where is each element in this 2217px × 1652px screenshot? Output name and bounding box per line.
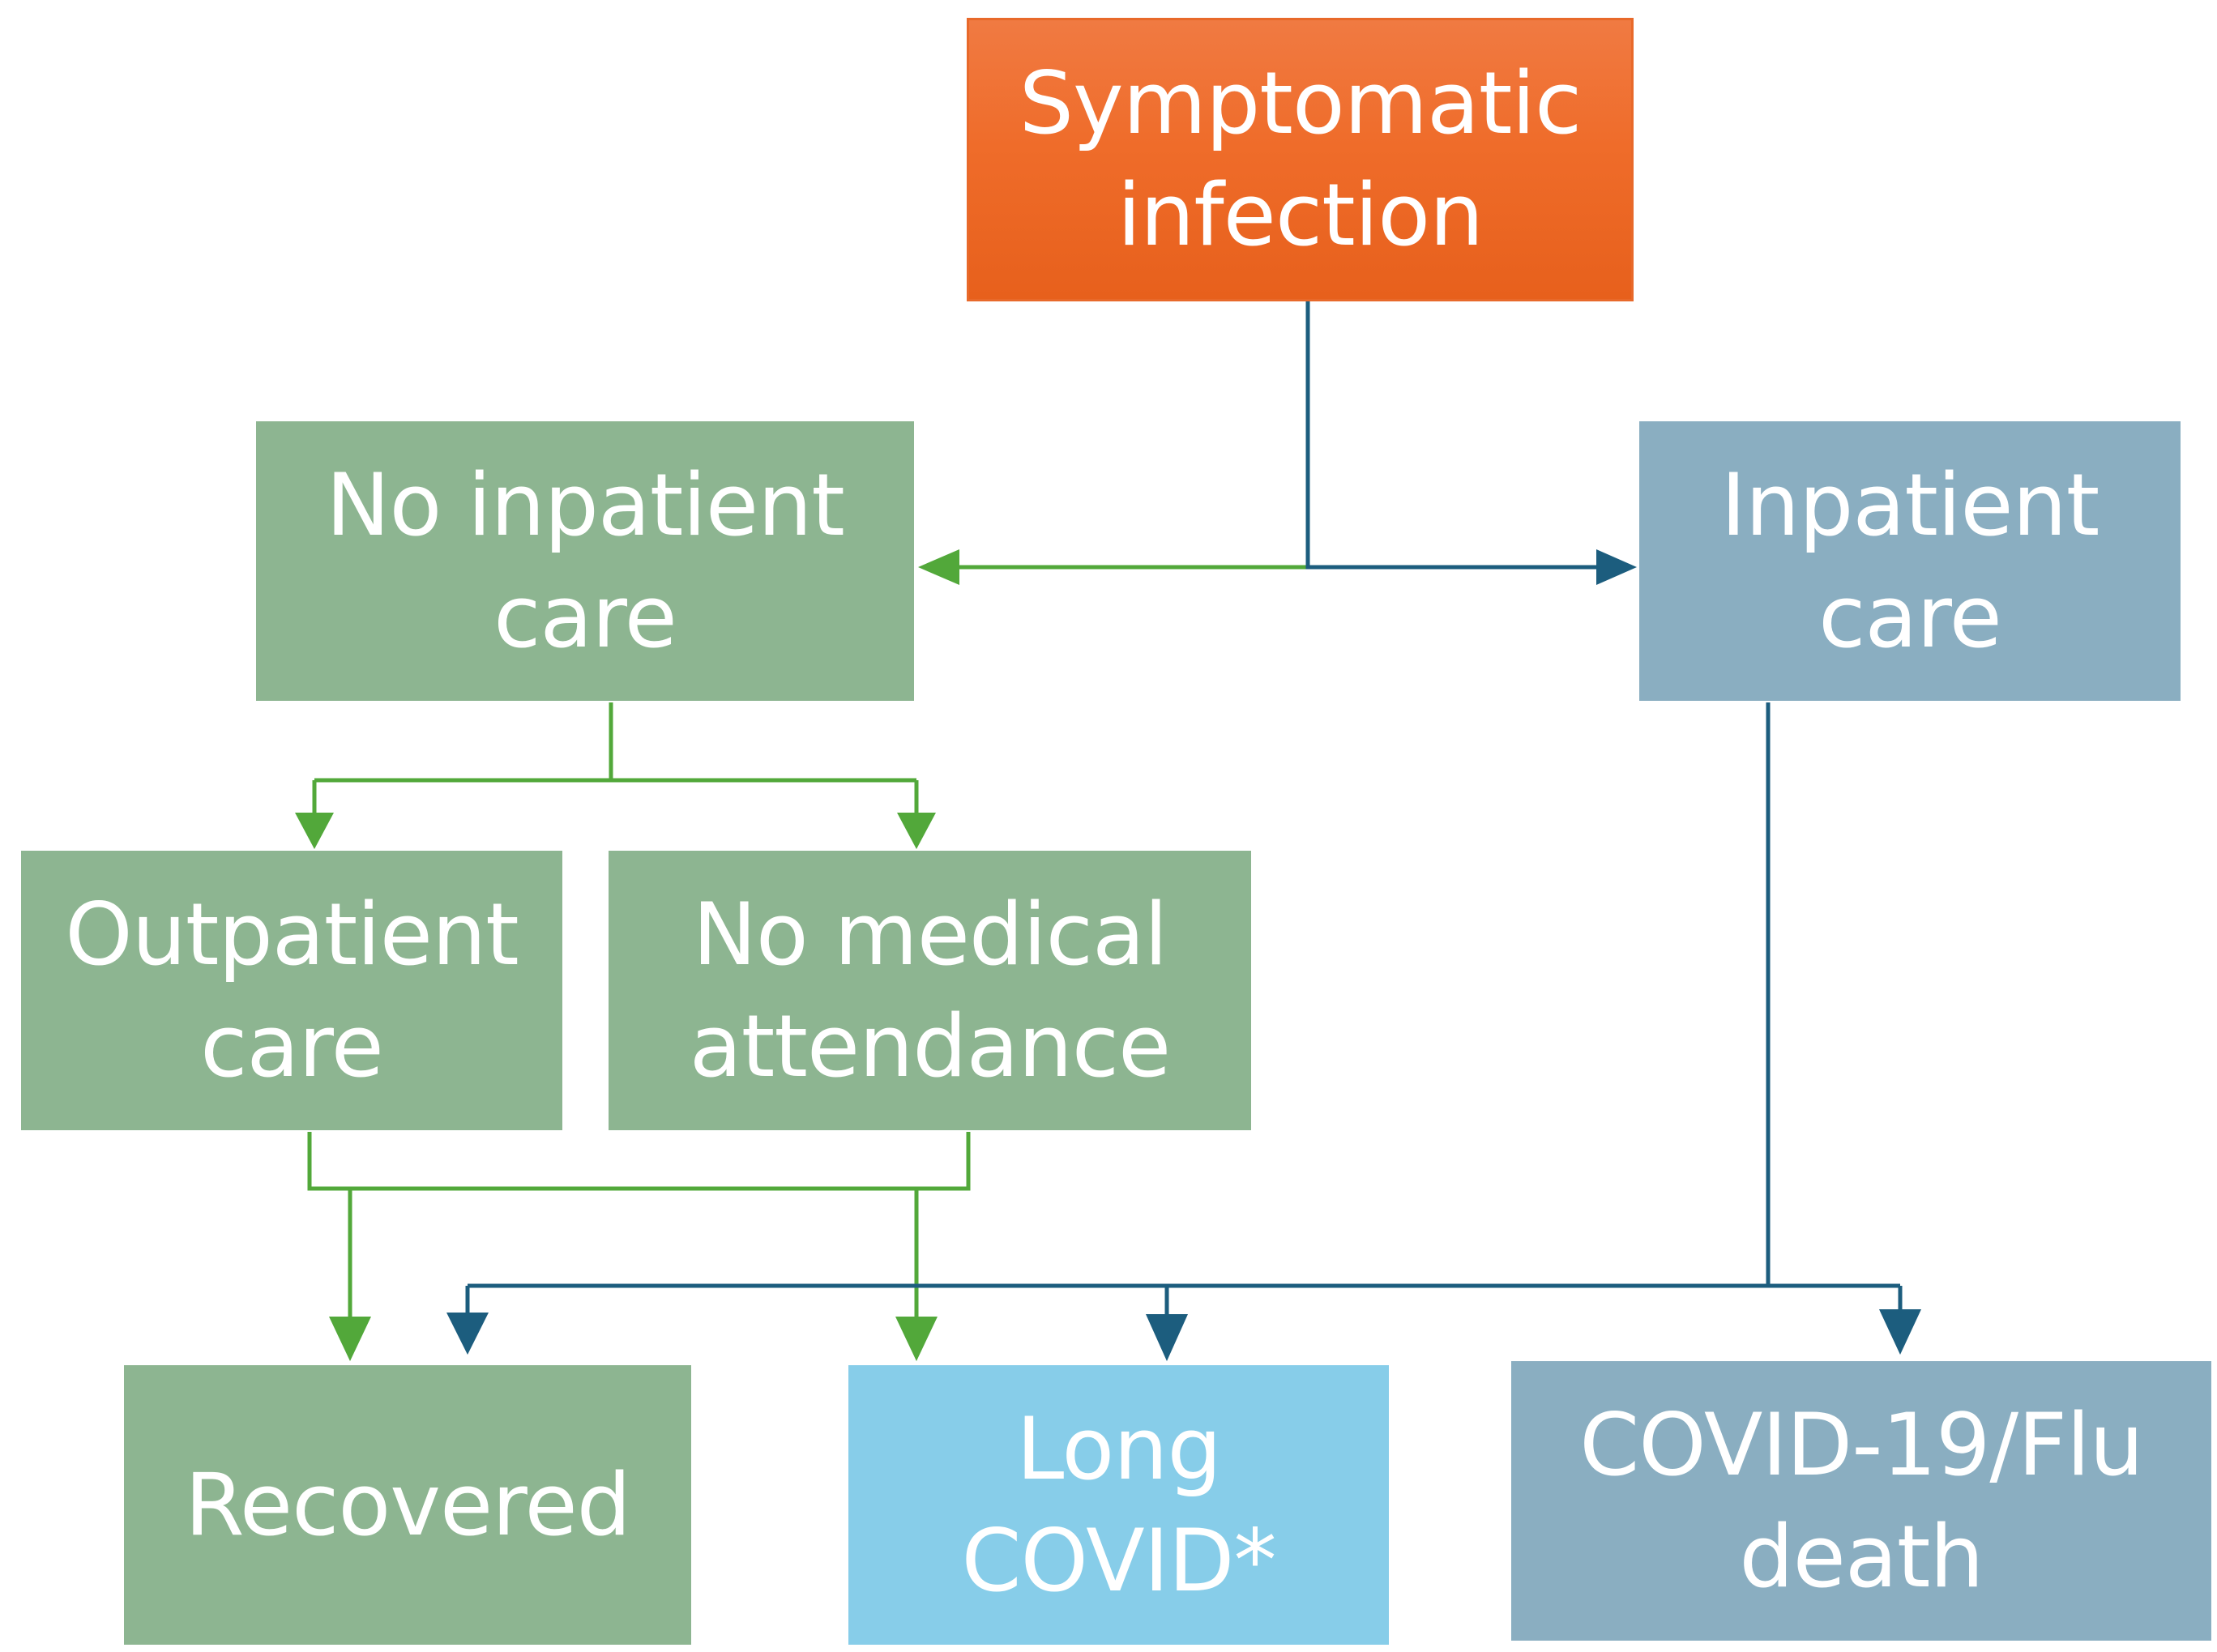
node-outpatient-care: Outpatient care — [21, 851, 562, 1130]
node-no-inpatient-care: No inpatient care — [256, 421, 914, 701]
node-outpatient-care-label: Outpatient care — [65, 884, 519, 1096]
arrowhead-outpatient — [295, 813, 334, 849]
arrowhead-recovered-green — [329, 1317, 371, 1361]
node-no-medical-attendance-label: No medical attendance — [689, 884, 1171, 1096]
arrowhead-long-covid-green — [895, 1317, 938, 1361]
node-recovered: Recovered — [124, 1365, 691, 1645]
node-inpatient-care-label: Inpatient care — [1720, 455, 2100, 667]
arrowhead-death — [1879, 1309, 1921, 1355]
connector-inpatient-distribution — [465, 1283, 1903, 1321]
arrowhead-no-medical — [897, 813, 936, 849]
node-long-covid: Long COVID* — [848, 1365, 1389, 1645]
arrowhead-no-inpatient — [918, 549, 959, 585]
node-inpatient-care: Inpatient care — [1639, 421, 2181, 701]
node-recovered-label: Recovered — [185, 1454, 631, 1555]
arrowhead-recovered-blue — [446, 1313, 489, 1355]
node-long-covid-label: Long COVID* — [961, 1398, 1277, 1611]
node-covid-flu-death-label: COVID-19/Flu death — [1579, 1394, 2143, 1607]
node-no-medical-attendance: No medical attendance — [609, 851, 1251, 1130]
arrowhead-inpatient — [1596, 549, 1637, 585]
arrowhead-long-covid-blue — [1146, 1314, 1188, 1361]
connector-outpatient-merge — [307, 1132, 971, 1191]
node-symptomatic-infection: Symptomatic infection — [967, 18, 1634, 301]
node-symptomatic-infection-label: Symptomatic infection — [1019, 53, 1582, 265]
connector-no-inpatient-split — [312, 702, 919, 818]
node-no-inpatient-care-label: No inpatient care — [326, 455, 845, 667]
node-covid-flu-death: COVID-19/Flu death — [1511, 1361, 2211, 1641]
connector-infection-trunk — [1305, 301, 1603, 570]
